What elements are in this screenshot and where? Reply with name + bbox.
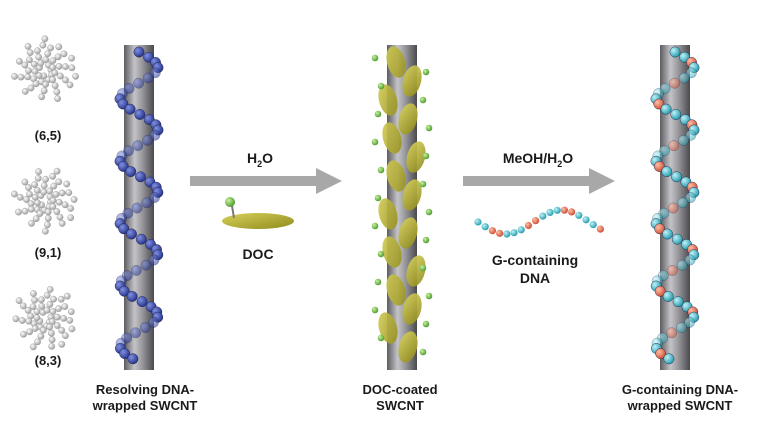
doc-molecule-icon xyxy=(222,197,294,229)
chirality-end-view-91 xyxy=(11,167,78,235)
g-dna-helix-right xyxy=(650,46,700,365)
dna-helix-left xyxy=(114,46,164,365)
step1-reagent: H2O xyxy=(246,150,274,169)
doc-coating xyxy=(371,46,433,363)
caption-right: G-containing DNA-wrapped SWCNT xyxy=(621,382,739,413)
caption-left: Resolving DNA-wrapped SWCNT xyxy=(92,382,198,413)
g-dna-strand-icon xyxy=(474,206,605,238)
chirality-label-1: (6,5) xyxy=(34,128,62,143)
chirality-label-2: (9,1) xyxy=(34,245,62,260)
step2-reagent: MeOH/H2O xyxy=(502,150,574,169)
arrow-step2 xyxy=(463,168,615,194)
chirality-end-view-65 xyxy=(11,35,79,102)
step1-additive: DOC xyxy=(242,246,274,262)
step2-additive-line2: DNA xyxy=(519,270,551,286)
step2-additive-line1: G-containing xyxy=(491,252,579,268)
chirality-end-view-83 xyxy=(12,286,76,351)
arrow-step1 xyxy=(190,168,342,194)
chirality-label-3: (8,3) xyxy=(34,353,62,368)
